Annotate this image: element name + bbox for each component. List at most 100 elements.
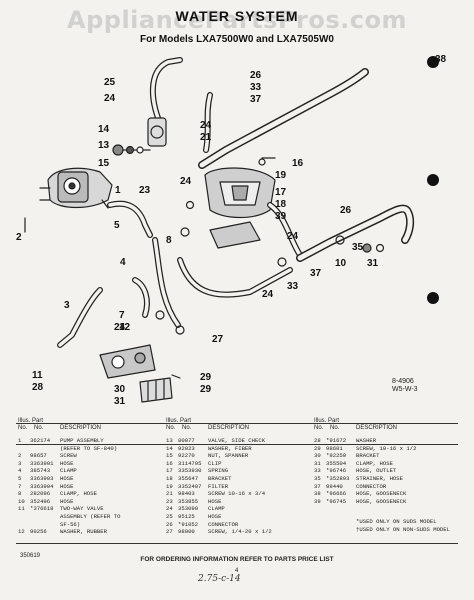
callout: 7	[119, 310, 125, 321]
diagram-code: 8-4906	[392, 378, 414, 385]
callout: 37	[250, 94, 262, 105]
part-description: CONNECTOR	[356, 482, 387, 490]
callout: 13	[98, 140, 110, 151]
part-number: *96746	[326, 467, 347, 475]
diagram-code-2: W5-W-3	[392, 386, 418, 393]
part-number: *92250	[326, 452, 347, 460]
illus-number: 4	[18, 467, 22, 475]
table-top-rule	[16, 423, 458, 424]
illus-number: 21	[166, 490, 173, 498]
part-description: HOSE	[60, 482, 74, 490]
illus-number: 27	[166, 528, 173, 536]
part-number: 98000	[178, 528, 195, 536]
callout: 11	[32, 370, 43, 381]
part-number: 385743	[30, 467, 51, 475]
part-description: CLAMP, HOSE	[356, 459, 393, 467]
callout: 37	[310, 268, 322, 279]
illus-number: 17	[166, 467, 173, 475]
ordering-footer: FOR ORDERING INFORMATION REFER TO PARTS …	[140, 556, 334, 563]
illus-number: 1	[18, 437, 22, 444]
illus-number: 15	[166, 452, 173, 460]
models-subtitle: For Models LXA7500W0 and LXA7505W0	[140, 34, 334, 45]
part-number: *96666	[326, 490, 347, 498]
diagram-title: WATER SYSTEM	[175, 8, 299, 24]
callout: 21	[200, 132, 212, 143]
callout: 26	[250, 70, 262, 81]
illus-number: 26	[166, 520, 173, 528]
callout: 4	[120, 257, 126, 268]
part-description: SCREW, 1/4-20 x 1/2	[208, 528, 272, 536]
illus-number: 39	[314, 497, 321, 505]
part-description: BRACKET	[208, 474, 232, 482]
part-description: TWO-WAY VALVE	[60, 505, 104, 513]
callout: 35	[352, 242, 364, 253]
callout: 3	[64, 300, 70, 311]
callout: 14	[98, 124, 110, 135]
note-suds: *USED ONLY ON SUDS MODEL	[356, 518, 437, 525]
callout: 29	[200, 384, 212, 395]
illus-number: 7	[18, 482, 22, 490]
illus-number: 28	[314, 437, 321, 444]
illus-number: 11	[18, 505, 25, 513]
part-description: SCREW 10-16 x 3/4	[208, 490, 266, 498]
part-number: 355504	[326, 459, 347, 467]
part-description: HOSE, GOOSENECK	[356, 490, 407, 498]
callout: 31	[114, 396, 126, 407]
part-number: 98657	[30, 452, 47, 460]
part-description: BRACKET	[356, 452, 380, 460]
illus-number: 23	[166, 497, 173, 505]
callout: 5	[114, 220, 120, 231]
callout: 1	[115, 185, 121, 196]
part-description: SPRING	[208, 467, 229, 475]
part-number: 355647	[178, 474, 199, 482]
handwritten-note: 2.75-c-14	[198, 574, 241, 584]
part-description: HOSE	[60, 474, 74, 482]
part-description: ASSEMBLY (REFER TO	[60, 512, 121, 520]
illus-number: 25	[166, 512, 173, 520]
illus-number: 37	[314, 482, 321, 490]
callout: 17	[275, 187, 287, 198]
part-description: SCREW, 10-16 x 1/2	[356, 444, 417, 452]
part-description: FILTER	[208, 482, 229, 490]
callout: 27	[212, 334, 224, 345]
part-number: 352496	[30, 497, 51, 505]
illus-number: 8	[18, 490, 22, 498]
part-number: 353855	[178, 497, 199, 505]
part-number: 3353930	[178, 467, 202, 475]
part-description: HOSE	[60, 497, 74, 505]
part-description: WASHER, FIBER	[208, 444, 252, 452]
illus-number: 33	[314, 467, 321, 475]
illus-number: 18	[166, 474, 173, 482]
callout: 2	[16, 232, 22, 243]
part-description: HOSE	[208, 512, 222, 520]
illus-number: 12	[18, 528, 25, 536]
document-code: 350619	[20, 553, 41, 559]
part-description: STRAINER, HOSE	[356, 474, 403, 482]
part-number: *91052	[178, 520, 199, 528]
callout: 33	[287, 281, 299, 292]
part-description: HOSE, OUTLET	[356, 467, 397, 475]
pump-assembly	[39, 167, 113, 209]
part-number: 3363901	[30, 459, 54, 467]
illus-number: 13	[166, 437, 173, 444]
part-description: WASHER	[356, 437, 377, 444]
callout: 31	[367, 258, 379, 269]
callout: 24	[114, 322, 126, 333]
note-non-suds: †USED ONLY ON NON-SUDS MODEL	[356, 526, 450, 533]
binder-hole	[427, 292, 439, 304]
part-number: 98403	[178, 490, 195, 498]
table-bottom-rule	[16, 543, 458, 544]
callout: 12	[119, 322, 131, 333]
part-number: 80077	[178, 437, 195, 444]
part-number: *376618	[30, 505, 54, 513]
exploded-parts-diagram: 25 24 14 13 15 1 2 3 5 4 23 24 8 7 12 24…	[16, 54, 447, 407]
callout: 24	[180, 176, 192, 187]
part-description: SF-56)	[60, 520, 81, 528]
part-description: NUT, SPANNER	[208, 452, 249, 460]
binder-hole	[427, 56, 439, 68]
part-description: HOSE	[208, 497, 222, 505]
callout: 38	[435, 54, 447, 65]
callout: 24	[262, 289, 274, 300]
illus-number: 14	[166, 444, 173, 452]
part-description: (REFER TO SF-840)	[60, 444, 118, 452]
